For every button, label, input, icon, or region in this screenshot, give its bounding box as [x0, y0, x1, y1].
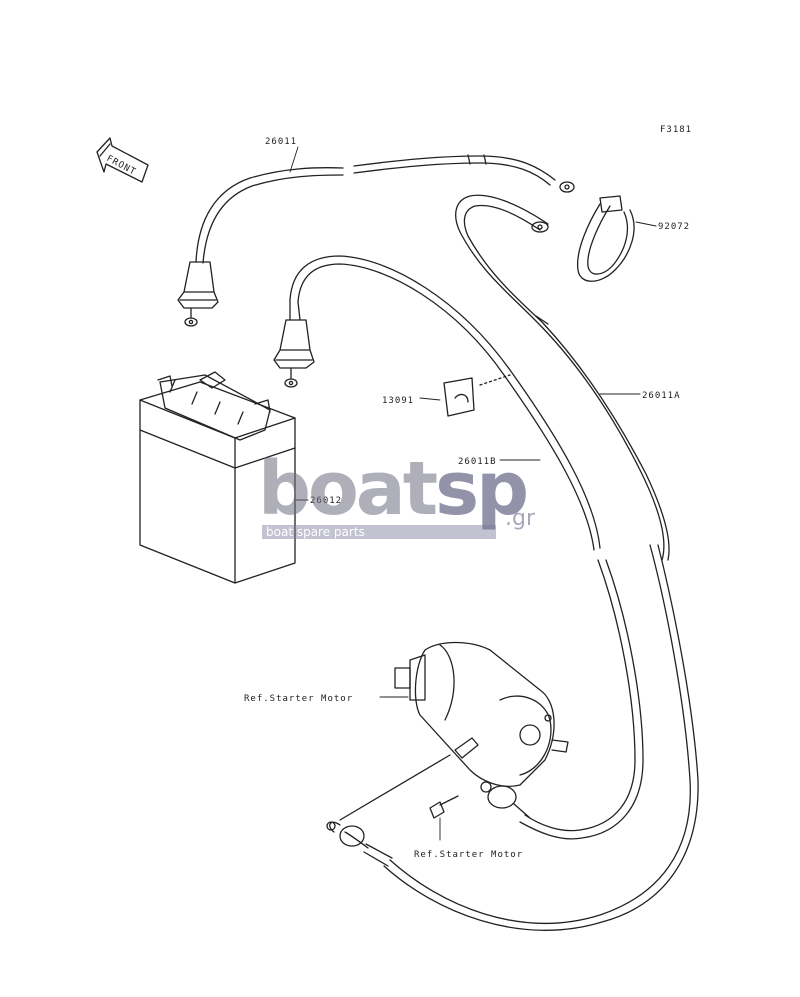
band-92072-icon — [576, 195, 635, 282]
watermark-tagline: boat spare parts — [262, 525, 496, 539]
part-label-26011b: 26011B — [458, 457, 497, 467]
watermark-logo-right: sp — [435, 446, 529, 532]
watermark-logo-left: boat — [258, 446, 438, 532]
cable-26011 — [177, 154, 575, 327]
leader-lines — [289, 146, 657, 841]
starter-motor-icon — [339, 641, 569, 821]
watermark-suffix: .gr — [505, 506, 536, 531]
part-label-26011a: 26011A — [642, 391, 681, 401]
figure-code: F3181 — [660, 125, 692, 135]
part-label-92072: 92072 — [658, 222, 690, 232]
battery-26012-icon — [139, 371, 296, 584]
cable-26011a — [326, 194, 699, 931]
watermark-logo: boatsp — [258, 452, 529, 526]
clamp-13091-icon — [443, 374, 511, 417]
part-label-13091: 13091 — [382, 396, 414, 406]
front-arrow-icon — [96, 137, 149, 183]
cable-26011b — [273, 255, 644, 840]
ref-starter-motor-1: Ref.Starter Motor — [244, 694, 353, 704]
part-label-26012: 26012 — [310, 496, 342, 506]
ref-starter-motor-2: Ref.Starter Motor — [414, 850, 523, 860]
part-label-26011: 26011 — [265, 137, 297, 147]
